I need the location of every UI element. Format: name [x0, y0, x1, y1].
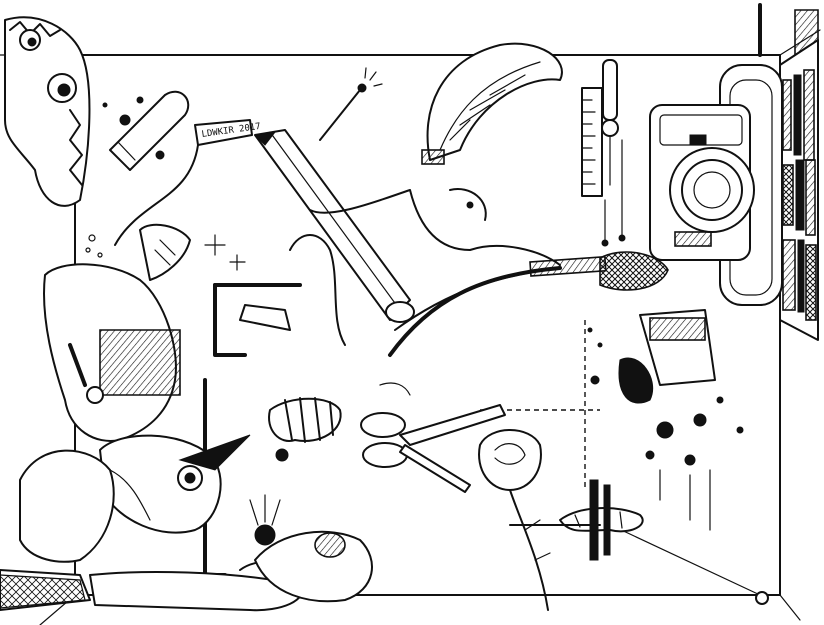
face-illustration	[99, 434, 251, 534]
matchstick-illustration	[319, 67, 383, 141]
reclining-figure	[0, 449, 306, 612]
bookshelf-illustration	[779, 9, 819, 341]
bars-illustration	[589, 479, 611, 561]
camera-illustration	[649, 64, 783, 306]
figure-illustration	[239, 188, 561, 346]
feather-illustration	[421, 42, 563, 165]
scissors-illustration	[360, 404, 506, 493]
creature-illustration	[4, 16, 91, 207]
mouse-illustration	[249, 494, 373, 603]
plus-marks	[204, 234, 246, 271]
bullet-illustration	[102, 90, 190, 171]
ink-bottle-illustration	[587, 309, 744, 531]
pencil-illustration	[253, 129, 415, 323]
upside-down-figure	[43, 223, 191, 442]
ruler-illustration	[581, 59, 626, 247]
rose-illustration	[478, 429, 551, 611]
signature-ribbon: LDWKIR 2017	[114, 119, 261, 246]
small-dots	[85, 234, 103, 258]
zebra-creature-illustration	[268, 397, 342, 462]
worm-illustration	[509, 507, 644, 533]
paintbrush-illustration	[379, 251, 669, 396]
